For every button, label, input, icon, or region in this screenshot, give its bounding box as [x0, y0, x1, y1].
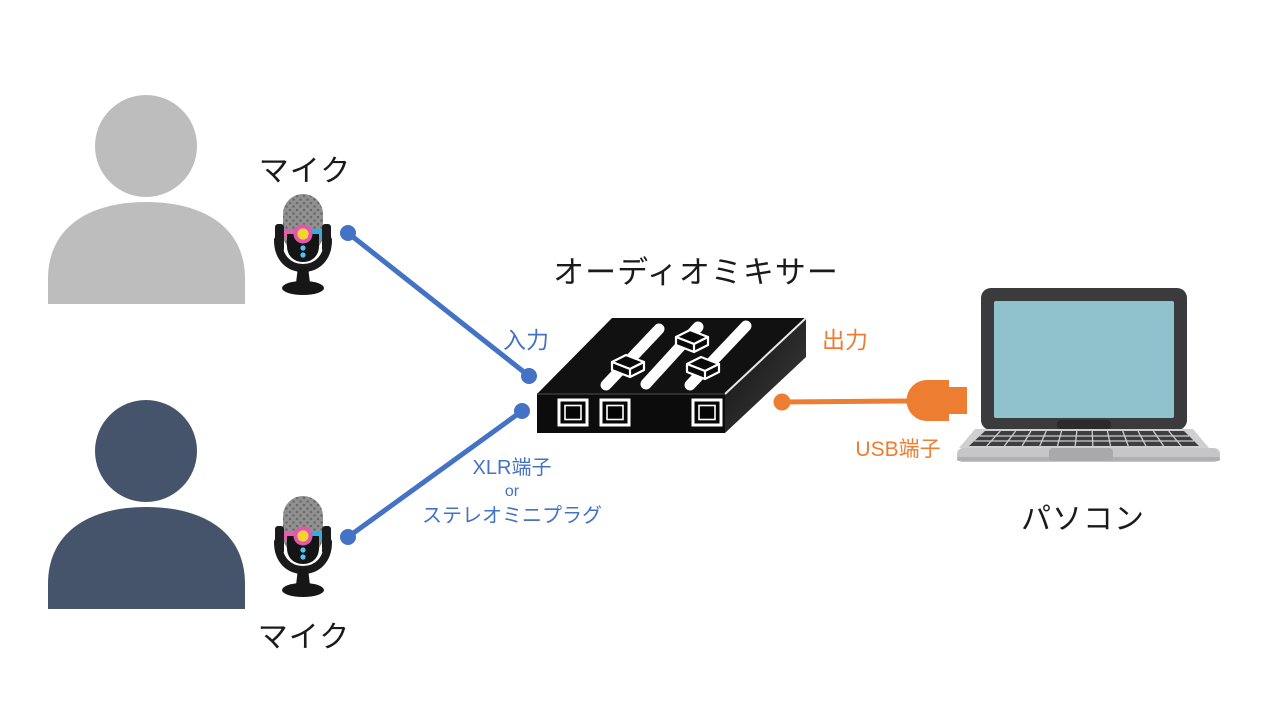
laptop-icon: [957, 288, 1220, 462]
pc-label: パソコン: [1021, 503, 1145, 536]
mixer-title: オーディオミキサー: [553, 255, 839, 290]
mic-top-label: マイク: [258, 155, 352, 188]
xlr-line: XLR端子: [472, 457, 552, 479]
audio-mixer-icon: [537, 317, 807, 433]
usb-label: USB端子: [855, 438, 941, 461]
mic-bottom-label: マイク: [257, 621, 351, 654]
input-label: 入力: [503, 327, 549, 353]
usb-plug-icon: [906, 380, 967, 421]
input-cable-top: [340, 225, 537, 384]
person-icon: [48, 95, 245, 304]
stereo-mini-plug-line: ステレオミニプラグ: [422, 504, 602, 527]
mixer-ports: [557, 398, 723, 427]
output-label: 出力: [822, 327, 868, 353]
output-cable: [773, 393, 909, 411]
microphone-icon: [275, 194, 331, 295]
or-line: or: [504, 483, 520, 501]
microphone-icon: [275, 496, 331, 597]
person-icon: [48, 400, 245, 609]
input-cable-bottom: [340, 403, 530, 545]
input-connector-type-label: XLR端子 or ステレオミニプラグ: [422, 455, 602, 529]
